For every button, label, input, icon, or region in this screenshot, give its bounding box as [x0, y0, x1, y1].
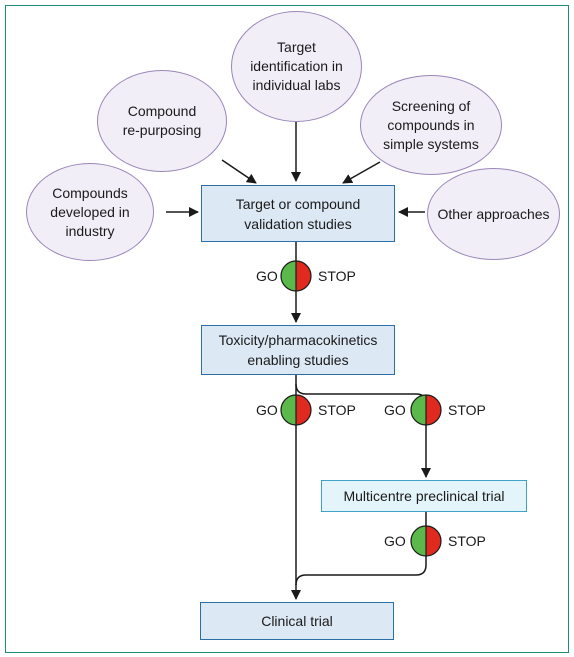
gate-1-go-label: GO — [256, 268, 278, 284]
branch-multicentre-to-clinical — [295, 512, 427, 586]
arrow-compound-repurposing — [221, 159, 257, 184]
gate-4-go-label: GO — [384, 533, 406, 549]
gate-1-stop-label: STOP — [318, 268, 356, 284]
gate-1-go-half — [281, 261, 296, 291]
gate-2-go-label: GO — [256, 402, 278, 418]
box-toxicity-studies: Toxicity/pharmacokinetics enabling studi… — [201, 325, 395, 375]
gate-2-stop-half — [296, 395, 311, 425]
gate-2-stop-label: STOP — [318, 402, 356, 418]
gate-3-go-half — [411, 395, 426, 425]
gate-1-stop-half — [296, 261, 311, 291]
box-multicentre-trial: Multicentre preclinical trial — [321, 480, 527, 512]
ellipse-industry: Compounds developed in industry — [26, 163, 154, 261]
gate-1-indicator — [280, 260, 312, 292]
gate-2-indicator — [280, 394, 312, 426]
gate-4-indicator — [410, 525, 442, 557]
gate-3-go-label: GO — [384, 402, 406, 418]
gate-3-indicator — [410, 394, 442, 426]
ellipse-screening: Screening of compounds in simple systems — [360, 75, 502, 175]
gate-4-stop-label: STOP — [448, 533, 486, 549]
gate-3-stop-half — [426, 395, 441, 425]
arrow-screening — [342, 161, 381, 184]
gate-4-go-half — [411, 526, 426, 556]
gate-3-stop-label: STOP — [448, 402, 486, 418]
ellipse-target-identification: Target identification in individual labs — [231, 11, 362, 122]
gate-2-go-half — [281, 395, 296, 425]
gate-4-stop-half — [426, 526, 441, 556]
box-clinical-trial: Clinical trial — [200, 602, 394, 640]
ellipse-other-approaches: Other approaches — [427, 168, 560, 260]
ellipse-compound-repurposing: Compound re-purposing — [97, 70, 227, 172]
box-validation-studies: Target or compound validation studies — [201, 185, 395, 242]
